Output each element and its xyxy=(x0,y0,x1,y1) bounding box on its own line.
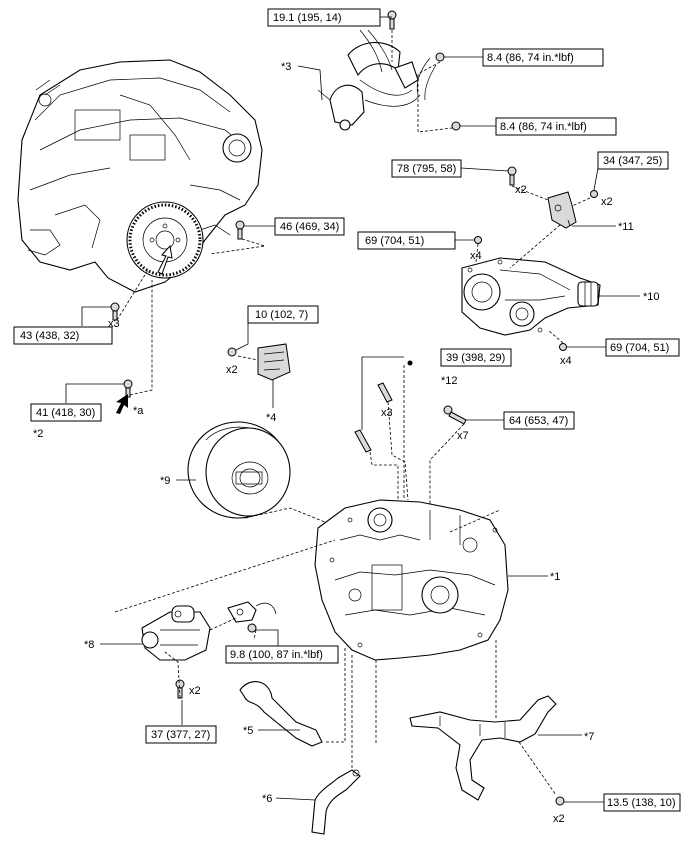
torque-spec-37: 37 (377, 27) xyxy=(145,725,217,744)
torque-spec-34: 34 (347, 25) xyxy=(597,151,669,170)
torque-spec-8-4-lower: 8.4 (86, 74 in.*lbf) xyxy=(495,117,617,136)
torque-spec-78: 78 (795, 58) xyxy=(391,159,462,178)
quantity-label: x3 xyxy=(381,407,393,419)
torque-spec-69-lower: 69 (704, 51) xyxy=(605,338,680,357)
transfer-assembly-illustration xyxy=(461,257,601,336)
torque-value: 64 (653, 47) xyxy=(509,415,568,427)
hose-7-illustration xyxy=(409,695,557,801)
torque-value: 8.4 (86, 74 in.*lbf) xyxy=(500,121,587,133)
torque-value: 19.1 (195, 14) xyxy=(273,12,342,24)
sensor-connector-illustration xyxy=(227,601,277,623)
torque-value: 37 (377, 27) xyxy=(151,729,210,741)
dashed-alignment-lines xyxy=(114,30,591,796)
quantity-label: x4 xyxy=(470,250,482,262)
callout-3: *3 xyxy=(281,61,291,73)
callout-9: *9 xyxy=(160,475,170,487)
torque-spec-19-1: 19.1 (195, 14) xyxy=(267,8,381,27)
callout-12: *12 xyxy=(441,375,458,387)
quantity-label: x2 xyxy=(553,813,565,825)
torque-value: 46 (469, 34) xyxy=(280,221,339,233)
torque-value: 69 (704, 51) xyxy=(365,235,424,247)
torque-value: 13.5 (138, 10) xyxy=(607,797,676,809)
quantity-label: x2 xyxy=(189,685,201,697)
callout-11: *11 xyxy=(618,221,634,233)
torque-value: 9.8 (100, 87 in.*lbf) xyxy=(230,649,323,661)
leader-lines xyxy=(65,16,640,803)
torque-value: 69 (704, 51) xyxy=(610,342,669,354)
torque-spec-10: 10 (102, 7) xyxy=(247,305,319,324)
callout-10: *10 xyxy=(643,291,660,303)
torque-spec-43: 43 (438, 32) xyxy=(13,326,113,345)
bracket-illustration xyxy=(547,191,577,229)
torque-spec-46: 46 (469, 34) xyxy=(274,217,345,236)
quantity-label: x2 xyxy=(601,196,613,208)
torque-value: 39 (398, 29) xyxy=(446,352,505,364)
torque-spec-13-5: 13.5 (138, 10) xyxy=(603,793,681,812)
callout-2: *2 xyxy=(33,428,43,440)
starter-assembly-illustration xyxy=(141,605,211,661)
quantity-label: x4 xyxy=(560,355,572,367)
hose-6-illustration xyxy=(311,769,361,835)
callout-4: *4 xyxy=(266,412,276,424)
torque-spec-41: 41 (418, 30) xyxy=(30,403,102,422)
callout-1: *1 xyxy=(550,571,560,583)
torque-value: 78 (795, 58) xyxy=(397,163,456,175)
cover-plate-illustration xyxy=(257,343,291,381)
callout-7: *7 xyxy=(584,731,594,743)
torque-value: 10 (102, 7) xyxy=(255,309,308,321)
torque-spec-39: 39 (398, 29) xyxy=(440,348,512,367)
torque-value: 43 (438, 32) xyxy=(20,330,79,342)
transaxle-assembly-illustration xyxy=(314,499,509,661)
quantity-label: x3 xyxy=(108,318,120,330)
callout-5: *5 xyxy=(243,725,253,737)
hose-5-illustration xyxy=(239,681,323,747)
bolt-glyphs xyxy=(110,10,598,806)
quantity-label: x2 xyxy=(226,364,238,376)
flywheel-ring-gear xyxy=(126,201,204,279)
quantity-label: x2 xyxy=(515,184,527,196)
callout-a: *a xyxy=(133,405,144,417)
torque-value: 34 (347, 25) xyxy=(603,155,662,167)
torque-spec-8-4-upper: 8.4 (86, 74 in.*lbf) xyxy=(482,48,604,67)
quantity-label: x7 xyxy=(457,430,469,442)
callout-6: *6 xyxy=(262,793,272,805)
torque-spec-64: 64 (653, 47) xyxy=(503,411,575,430)
torque-value: 8.4 (86, 74 in.*lbf) xyxy=(487,52,574,64)
torque-converter-illustration xyxy=(187,421,291,519)
stud-bolts-illustration xyxy=(354,382,393,453)
flywheel-arrow-mark xyxy=(157,244,173,275)
wire-harness-illustration xyxy=(317,29,437,131)
view-arrow-a xyxy=(116,394,128,414)
torque-value: 41 (418, 30) xyxy=(36,407,95,419)
torque-spec-9-8: 9.8 (100, 87 in.*lbf) xyxy=(225,645,339,664)
callout-8: *8 xyxy=(84,639,94,651)
torque-spec-69-upper: 69 (704, 51) xyxy=(357,231,456,250)
